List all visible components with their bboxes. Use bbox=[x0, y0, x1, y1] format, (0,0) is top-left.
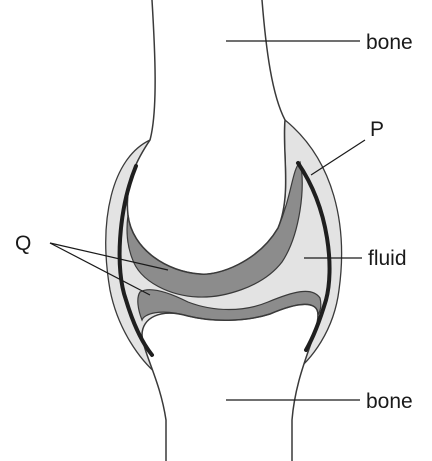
label-bone-bottom: bone bbox=[366, 390, 413, 413]
label-fluid: fluid bbox=[368, 247, 407, 270]
label-p: P bbox=[370, 118, 384, 141]
p-leader bbox=[311, 140, 365, 175]
label-q: Q bbox=[15, 232, 31, 255]
label-bone-top: bone bbox=[366, 31, 413, 54]
